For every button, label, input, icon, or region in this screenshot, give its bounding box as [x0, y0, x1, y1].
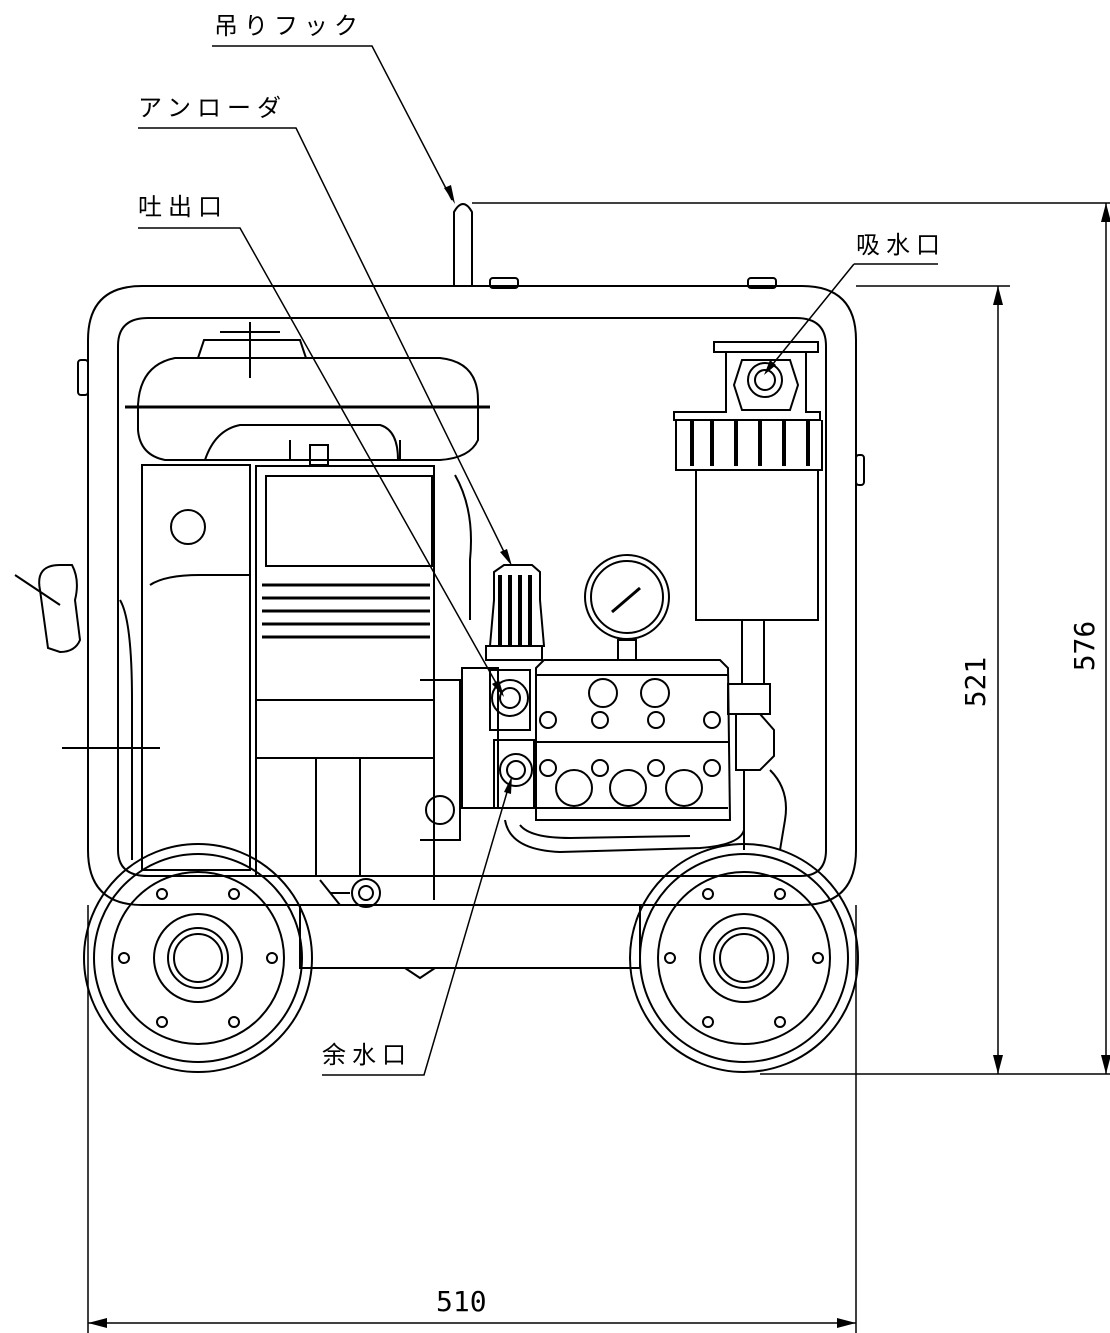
drain-label: 余水口: [322, 1041, 412, 1069]
frame-height-dimension: 521: [959, 656, 992, 708]
unloader-label: アンローダ: [138, 94, 288, 122]
hook-label: 吊りフック: [214, 12, 364, 40]
width-dimension: 510: [436, 1285, 487, 1318]
left-wheel: [83, 843, 313, 1073]
right-wheel: [629, 843, 859, 1073]
leader-lines: [138, 45, 938, 1076]
leader-arrows: [444, 185, 776, 794]
inlet-filter: [673, 341, 823, 684]
engine: [14, 322, 490, 908]
total-height-dimension: 576: [1068, 620, 1101, 672]
dimension-lines: [87, 202, 1110, 1333]
unloader: [485, 564, 546, 661]
inlet-label: 吸水口: [856, 231, 946, 259]
pump: [461, 659, 787, 854]
outlet-label: 吐出口: [138, 193, 228, 221]
pressure-gauge: [584, 554, 670, 661]
lifting-hook: [453, 203, 473, 286]
dimension-arrows: [88, 203, 1110, 1328]
